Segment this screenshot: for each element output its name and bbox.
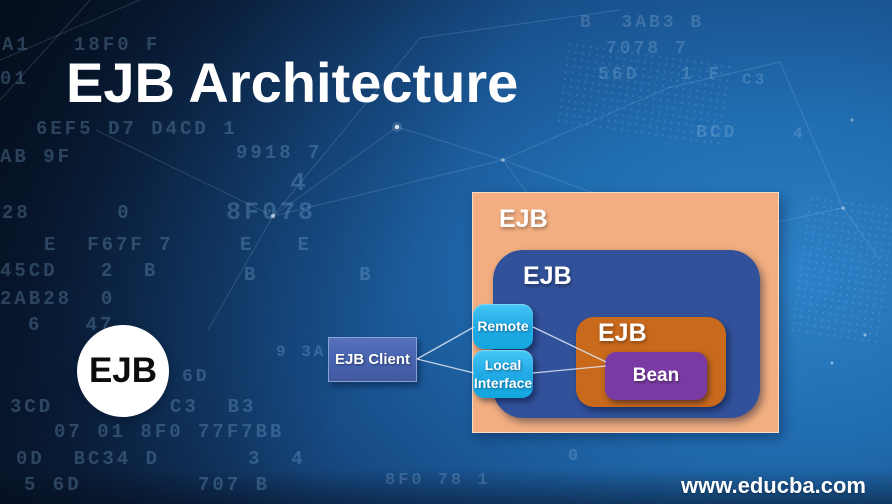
ejb-inner-container: EJB Bean [576, 317, 726, 407]
ejb-inner-label: EJB [598, 319, 647, 347]
hex-snippet: 4 [290, 168, 309, 198]
connector-client-local [416, 358, 475, 374]
hex-snippet: AB 9F [0, 146, 73, 168]
hex-snippet: 6EF5 D7 D4CD 1 [36, 118, 238, 140]
remote-interface-node: Remote [473, 304, 533, 349]
hex-snippet: 3 4 [248, 448, 306, 470]
dot-pattern [554, 40, 736, 149]
hex-snippet: 9918 7 [236, 142, 323, 164]
hex-snippet: 6D [182, 367, 210, 387]
ejb-outer-label: EJB [499, 205, 548, 233]
hex-snippet: 0D BC34 D [16, 448, 161, 470]
hex-snippet: 56D 1 F [598, 65, 723, 85]
ejb-badge-label: EJB [88, 351, 158, 390]
hex-snippet: 707 B [198, 474, 271, 496]
dot-pattern [788, 194, 892, 346]
remote-interface-label: Remote [477, 318, 529, 335]
hex-snippet: 3CD [10, 396, 54, 418]
page-title: EJB Architecture [66, 51, 519, 114]
website-url: www.educba.com [680, 473, 866, 498]
hex-snippet: E F67F 7 [44, 234, 174, 256]
hex-snippet: C3 B3 [170, 396, 257, 418]
ejb-middle-label: EJB [523, 262, 572, 290]
hex-snippet: B 3AB3 B [580, 13, 705, 33]
hex-snippet: C3 [742, 71, 768, 89]
hex-snippet: E E [240, 234, 313, 256]
ejb-middle-container: EJB EJB Bean [493, 250, 760, 418]
hex-snippet: 8F0 78 1 [385, 471, 491, 490]
hex-snippet: BCD [696, 123, 738, 143]
hex-snippet: 28 0 [2, 202, 132, 224]
hex-snippet: 2AB28 0 [0, 288, 116, 310]
hex-snippet: 45CD 2 B [0, 260, 159, 282]
ejb-badge: EJB [77, 325, 169, 417]
hex-snippet: 01 [0, 68, 29, 90]
bean-label: Bean [632, 365, 680, 386]
hex-snippet: B B [244, 264, 374, 286]
local-interface-label: Local Interface [473, 356, 533, 391]
hex-snippet: 8F078 [226, 198, 317, 227]
bean-node: Bean [605, 352, 707, 400]
hex-snippet: 0 [568, 447, 582, 466]
ejb-client-label: EJB Client [334, 351, 410, 368]
hex-snippet: 7078 7 [606, 39, 689, 59]
ejb-client-node: EJB Client [328, 337, 417, 382]
hex-snippet: 4 [793, 125, 806, 143]
hex-snippet: 07 01 8F0 77F7BB [54, 421, 285, 443]
hex-snippet: 9 3A [276, 343, 327, 361]
local-interface-node: Local Interface [473, 350, 533, 398]
hex-snippet: 5 6D [24, 474, 82, 496]
connector-client-remote [416, 326, 475, 360]
